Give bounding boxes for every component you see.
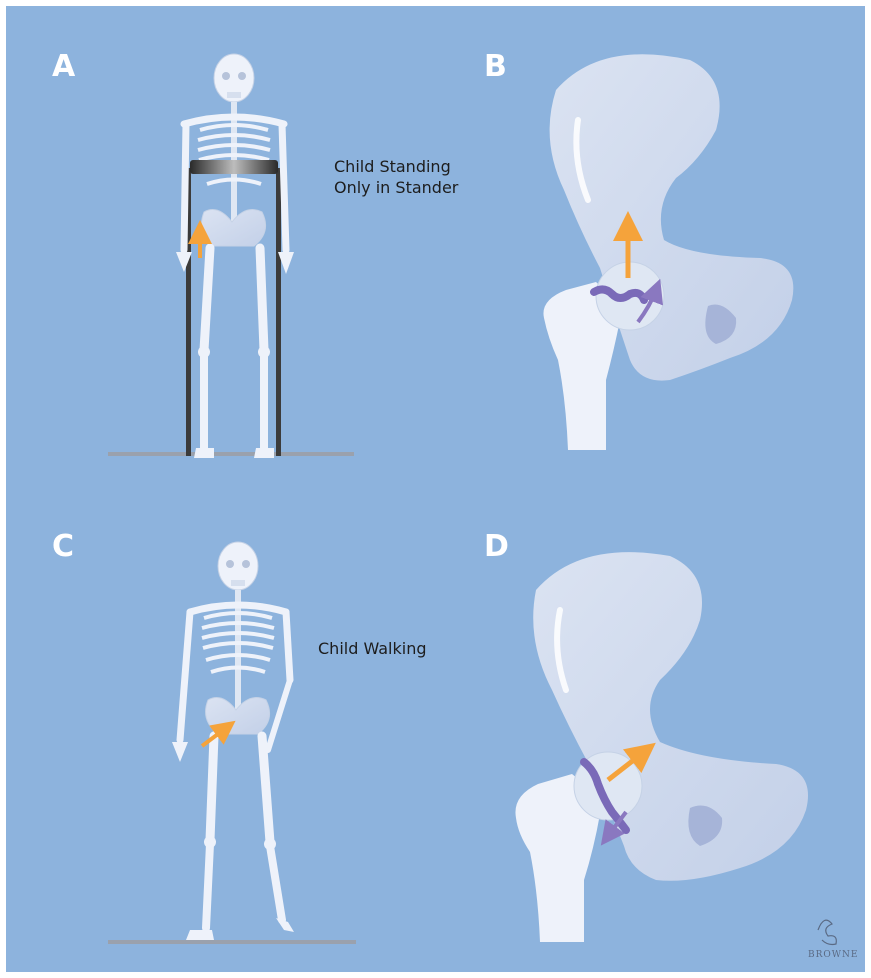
panel-label-a: A	[52, 52, 75, 82]
panel-label-d: D	[484, 532, 509, 562]
caption-c-line1: Child Walking	[318, 639, 427, 659]
panel-label-b: B	[484, 52, 507, 82]
ground-line-c	[108, 940, 356, 944]
stander-chest-belt	[190, 160, 278, 174]
panel-label-c: C	[52, 532, 74, 562]
caption-a-line1: Child Standing	[334, 157, 451, 177]
signature-text: BROWNE	[808, 950, 858, 960]
stander-post-right	[276, 168, 281, 456]
caption-a-line2: Only in Stander	[334, 178, 458, 198]
ground-line-a	[108, 452, 354, 456]
